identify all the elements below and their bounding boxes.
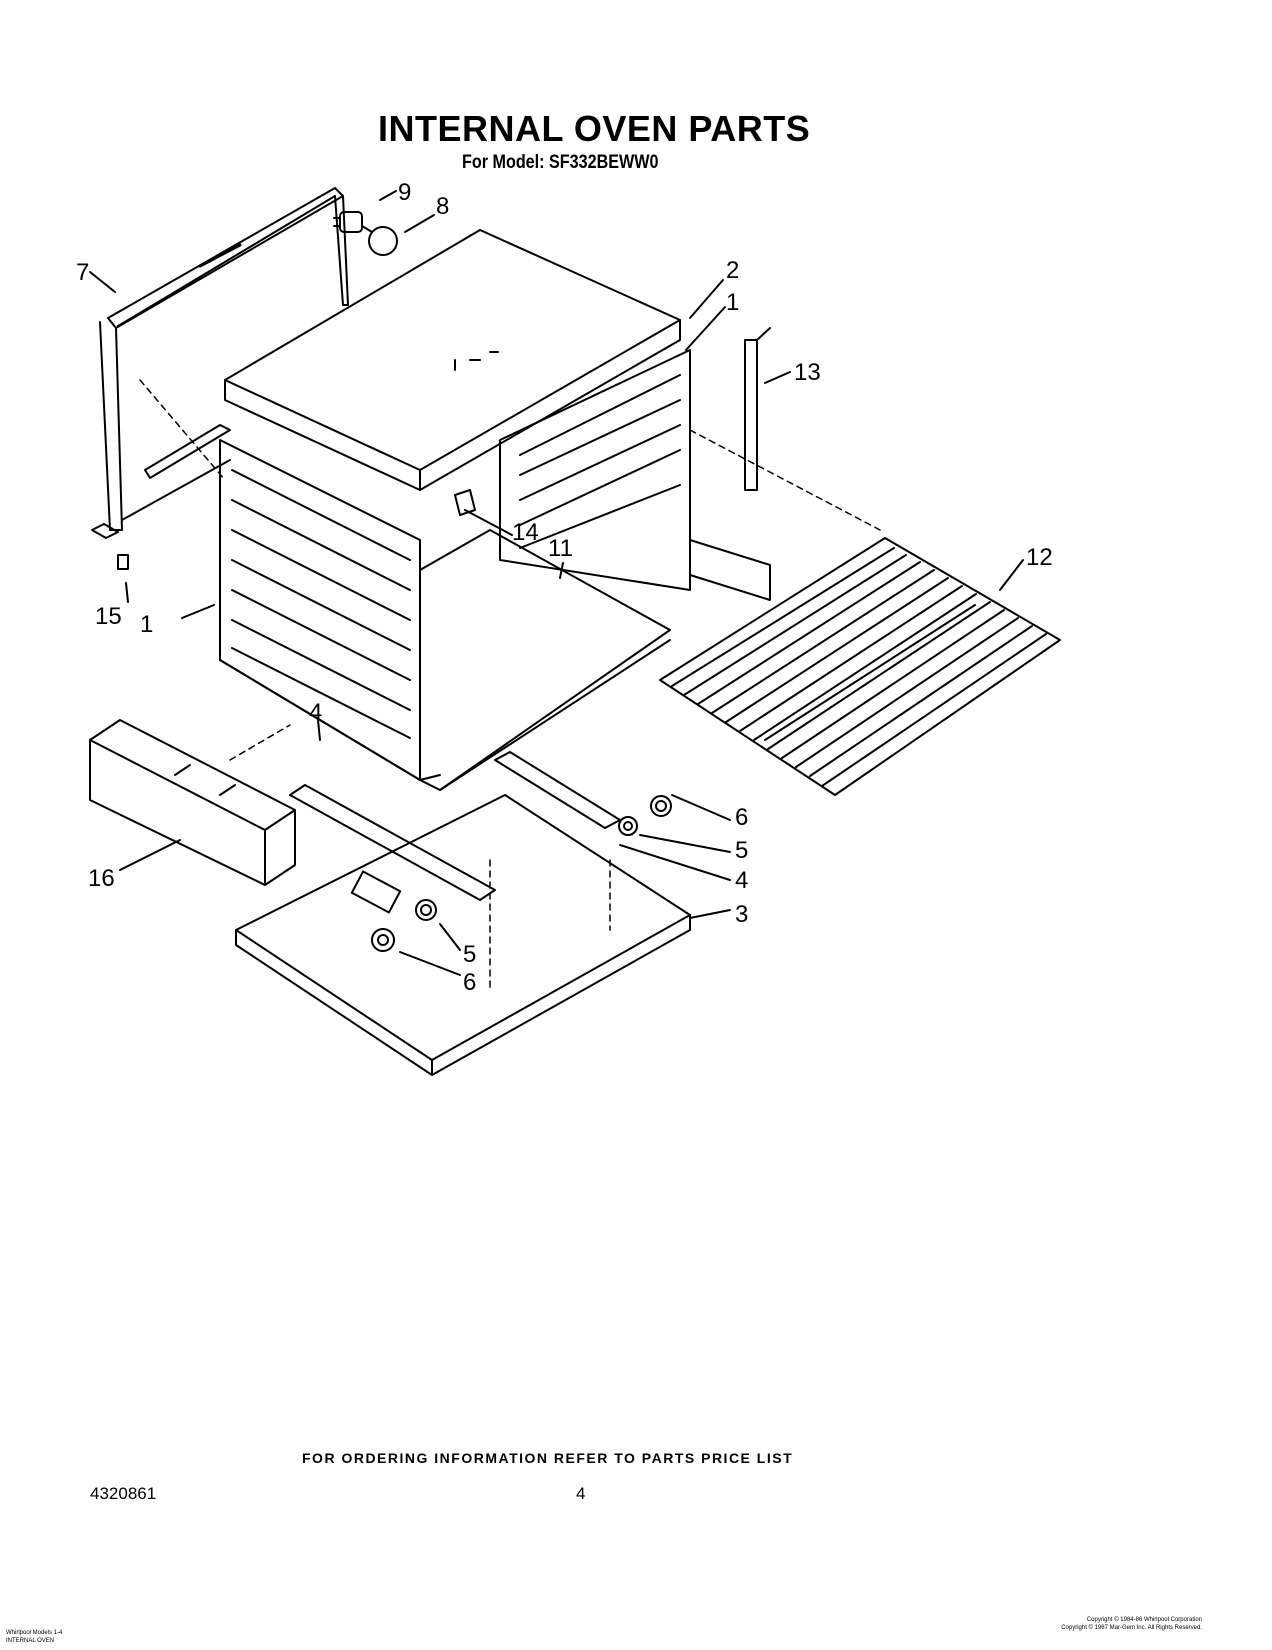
- page-title: INTERNAL OVEN PARTS: [378, 108, 811, 149]
- callout-2: 2: [726, 257, 739, 284]
- callout-6-right: 6: [735, 804, 748, 831]
- spacer-part-5-bottom: [415, 899, 437, 921]
- callout-1-left: 1: [140, 611, 153, 638]
- side-panel-left-part-1: [144, 424, 441, 781]
- callout-13: 13: [794, 359, 821, 386]
- ordering-note: FOR ORDERING INFORMATION REFER TO PARTS …: [302, 1450, 794, 1466]
- callout-7: 7: [76, 259, 89, 286]
- rear-panel-part-7: [91, 187, 349, 539]
- callout-6-bottom: 6: [463, 969, 476, 996]
- model-subtitle: For Model: SF332BEWW0: [462, 152, 659, 173]
- base-panel-part-3: [235, 794, 691, 1076]
- callout-12: 12: [1026, 544, 1053, 571]
- callout-14: 14: [512, 519, 539, 546]
- knob-part-6-bottom: [371, 928, 395, 952]
- front-vent-part-16: [89, 719, 296, 886]
- oven-rack-part-12: [659, 537, 1061, 796]
- leader-lines: [89, 190, 1024, 976]
- fastener-part-15: [117, 554, 129, 570]
- light-socket-part-9: [333, 211, 363, 233]
- light-bulb-part-8: [361, 225, 398, 256]
- callout-8: 8: [436, 193, 449, 220]
- oven-liner-top: [224, 229, 681, 491]
- left-fine-print: Whirlpool Models 1-4 INTERNAL OVEN: [6, 1630, 63, 1644]
- callout-16: 16: [88, 865, 115, 892]
- right-fine-print: Copyright © 1984-86 Whirlpool Corporatio…: [1061, 1617, 1202, 1631]
- document-number: 4320861: [90, 1484, 157, 1503]
- callout-5-right: 5: [735, 837, 748, 864]
- vent-strip-part-13: [744, 327, 771, 491]
- callout-4-right: 4: [735, 867, 748, 894]
- callout-3: 3: [735, 901, 748, 928]
- callout-15: 15: [95, 603, 122, 630]
- callout-11: 11: [548, 535, 573, 562]
- knob-part-6-right: [650, 795, 672, 817]
- page-number: 4: [576, 1484, 586, 1503]
- clip-part-14: [454, 489, 476, 516]
- callout-5-bottom: 5: [463, 941, 476, 968]
- assembly-guide-lines: [139, 379, 881, 991]
- callout-4-top: 4: [309, 699, 322, 726]
- callout-1-right: 1: [726, 289, 739, 316]
- oven-bottom-part-11: [419, 529, 671, 791]
- spacer-part-5-right: [618, 816, 638, 836]
- callout-9: 9: [398, 179, 411, 206]
- side-panel-right-part-1: [499, 349, 771, 601]
